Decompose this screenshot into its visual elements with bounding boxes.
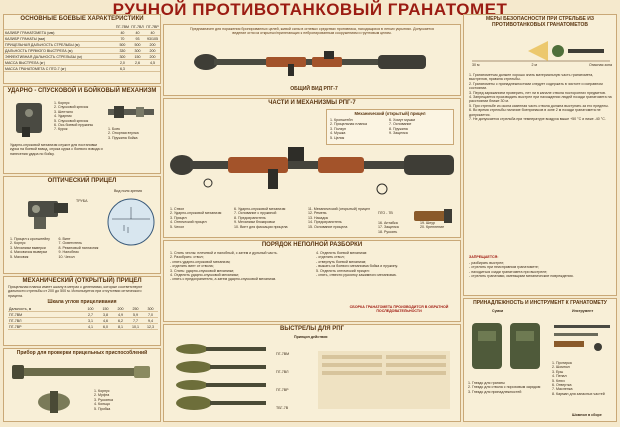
specs-panel: ОСНОВНЫЕ БОЕВЫЕ ХАРАКТЕРИСТИКИ ПГ-7ВМ ПГ… (3, 14, 161, 84)
trigger-diagram (16, 103, 42, 137)
pgo-label: ПГО - 7В (378, 211, 393, 215)
disassembly-header: ПОРЯДОК НЕПОЛНОЙ РАЗБОРКИ (261, 242, 363, 248)
overview-intro: Предназначен для поражения бронированных… (190, 27, 434, 36)
optic-view-label: Вид поля зрения (114, 189, 142, 193)
bags-drawing (472, 323, 540, 369)
parts-header: ЧАСТИ И МЕХАНИЗМЫ РПГ-7 (268, 100, 356, 106)
round-1 (176, 344, 266, 354)
spec-col: ПГ-7ВМ (114, 24, 130, 30)
optic-panel: ОПТИЧЕСКИЙ ПРИЦЕЛ ТРУБА Вид поля зрения … (3, 176, 161, 274)
round-3 (176, 380, 266, 390)
mech-sight-panel: МЕХАНИЧЕСКИЙ (ОТКРЫТЫЙ) ПРИЦЕЛ Прицельна… (3, 276, 161, 346)
pgo-sight-drawing (414, 209, 452, 223)
trigger-desc: Ударно-спусковой механизм служит для пос… (10, 143, 103, 156)
round-2 (176, 361, 266, 373)
left-caption: Сумки (492, 309, 504, 313)
specs-header: ОСНОВНЫЕ БОЕВЫЕ ХАРАКТЕРИСТИКИ (20, 16, 144, 22)
rpg-parts-drawing (170, 147, 454, 195)
disassembly-panel: ПОРЯДОК НЕПОЛНОЙ РАЗБОРКИ 1. Снять чехлы… (163, 240, 461, 322)
parts-panel: ЧАСТИ И МЕХАНИЗМЫ РПГ-7 Механический (от… (163, 98, 461, 238)
rounds-principle: Принцип действия (294, 335, 328, 339)
round-cutaway (318, 351, 450, 409)
rounds-drawing (176, 344, 266, 410)
optic-tube-label: ТРУБА (76, 199, 88, 203)
right-items: 1. Протирка 2. Шомпол 3. Ерш 4. Пенал 5.… (552, 361, 605, 396)
device-panel: Прибор для проверки прицельных приспособ… (3, 348, 161, 422)
device-items: 1. Корпус 2. Муфта 3. Рукоятка 4. Кольцо… (94, 389, 114, 411)
device-header: Прибор для проверки прицельных приспособ… (16, 350, 148, 356)
right-caption: Инструмент (572, 309, 594, 313)
rounds-panel: ВЫСТРЕЛЫ ДЛЯ РПГ Принцип действия ПГ-7ВМ… (163, 324, 461, 422)
optic-header: ОПТИЧЕСКИЙ ПРИЦЕЛ (47, 178, 117, 184)
safety-rules: 1. Гранатометчик должен хорошо знать мат… (469, 73, 612, 122)
left-items: 1. Гнездо для гранаты 2. Гнездо для ство… (468, 381, 541, 394)
check-device-drawing (12, 365, 150, 379)
spec-col: ПГ-7ВР (145, 24, 160, 30)
striker-diagram (108, 106, 154, 118)
specs-columns-row: ПГ-7ВМ ПГ-7ВЛ ПГ-7ВР (4, 24, 160, 30)
angles-header: Шкала углов прицеливания (47, 299, 117, 306)
reticle-view (107, 198, 155, 246)
optic-items: 1. Прицел к кронштейну 2. Корпус 3. Меха… (10, 237, 99, 259)
trigger-items: 1. Корпус 2. Спусковой крючок 3. Шептало… (54, 101, 94, 132)
ramrod-label: Шомпол в сборе (572, 413, 602, 417)
disassembly-right: 4. Отделить боевой механизм: - отделить … (316, 251, 398, 278)
rounds-header: ВЫСТРЕЛЫ ДЛЯ РПГ (280, 326, 344, 332)
blast-zone-labels: 30 м 2 м Опасная зона (472, 63, 612, 67)
accessories-panel: ПРИНАДЛЕЖНОСТЬ И ИНСТРУМЕНТ К ГРАНАТОМЕТ… (463, 298, 617, 422)
rpg-overview-drawing (194, 51, 426, 76)
mech-sight-header: МЕХАНИЧЕСКИЙ (ОТКРЫТЫЙ) ПРИЦЕЛ (22, 278, 142, 284)
warning-header: ЗАПРЕЩАЕТСЯ: (469, 255, 499, 259)
spec-col: ПГ-7ВЛ (130, 24, 145, 30)
disassembly-note: СБОРКА ГРАНАТОМЕТА ПРОИЗВОДИТСЯ В ОБРАТН… (349, 305, 449, 314)
open-sight-box: Механический (открытый) прицел 1. Кроншт… (326, 109, 454, 145)
striker-items: 1. Боек 2. Опорная втулка 3. Пружина бой… (108, 127, 139, 140)
disassembly-left: 1. Снять чехлы: плечевой и налобный, с з… (170, 251, 278, 282)
accessories-header: ПРИНАДЛЕЖНОСТЬ И ИНСТРУМЕНТ К ГРАНАТОМЕТ… (473, 300, 607, 306)
table-row: МАССА ГРАНАТОМЕТА С ПГО-7 (кг)6,3 (4, 65, 160, 72)
trigger-header: УДАРНО - СПУСКОВОЙ И БОЙКОВЫЙ МЕХАНИЗМ (7, 88, 157, 94)
device-part-drawing (38, 391, 70, 413)
mech-sight-text: Прицельная планка имеет шкалу в метрах с… (8, 285, 143, 298)
overview-panel: Предназначен для поражения бронированных… (163, 24, 461, 96)
safety-panel: МЕРЫ БЕЗОПАСНОСТИ ПРИ СТРЕЛЬБЕ ИЗ ПРОТИВ… (463, 14, 617, 296)
blast-zone-diagram (472, 41, 610, 62)
warnings: - разбирать выстрел; - стрелять при неис… (469, 261, 574, 279)
round-4 (176, 396, 266, 410)
optic-sight-drawing (28, 201, 68, 229)
trigger-panel: УДАРНО - СПУСКОВОЙ И БОЙКОВЫЙ МЕХАНИЗМ 1… (3, 86, 161, 174)
specs-table: ПГ-7ВМ ПГ-7ВЛ ПГ-7ВР КАЛИБР ГРАНАТОМЕТА … (4, 24, 160, 72)
open-sight-header: Механический (открытый) прицел (354, 111, 426, 116)
safety-header: МЕРЫ БЕЗОПАСНОСТИ ПРИ СТРЕЛЬБЕ ИЗ ПРОТИВ… (486, 16, 594, 28)
overview-caption: ОБЩИЙ ВИД РПГ-7 (290, 86, 338, 92)
poster-title: РУЧНОЙ ПРОТИВОТАНКОВЫЙ ГРАНАТОМЕТ (112, 0, 508, 19)
tools-drawing (554, 325, 610, 351)
